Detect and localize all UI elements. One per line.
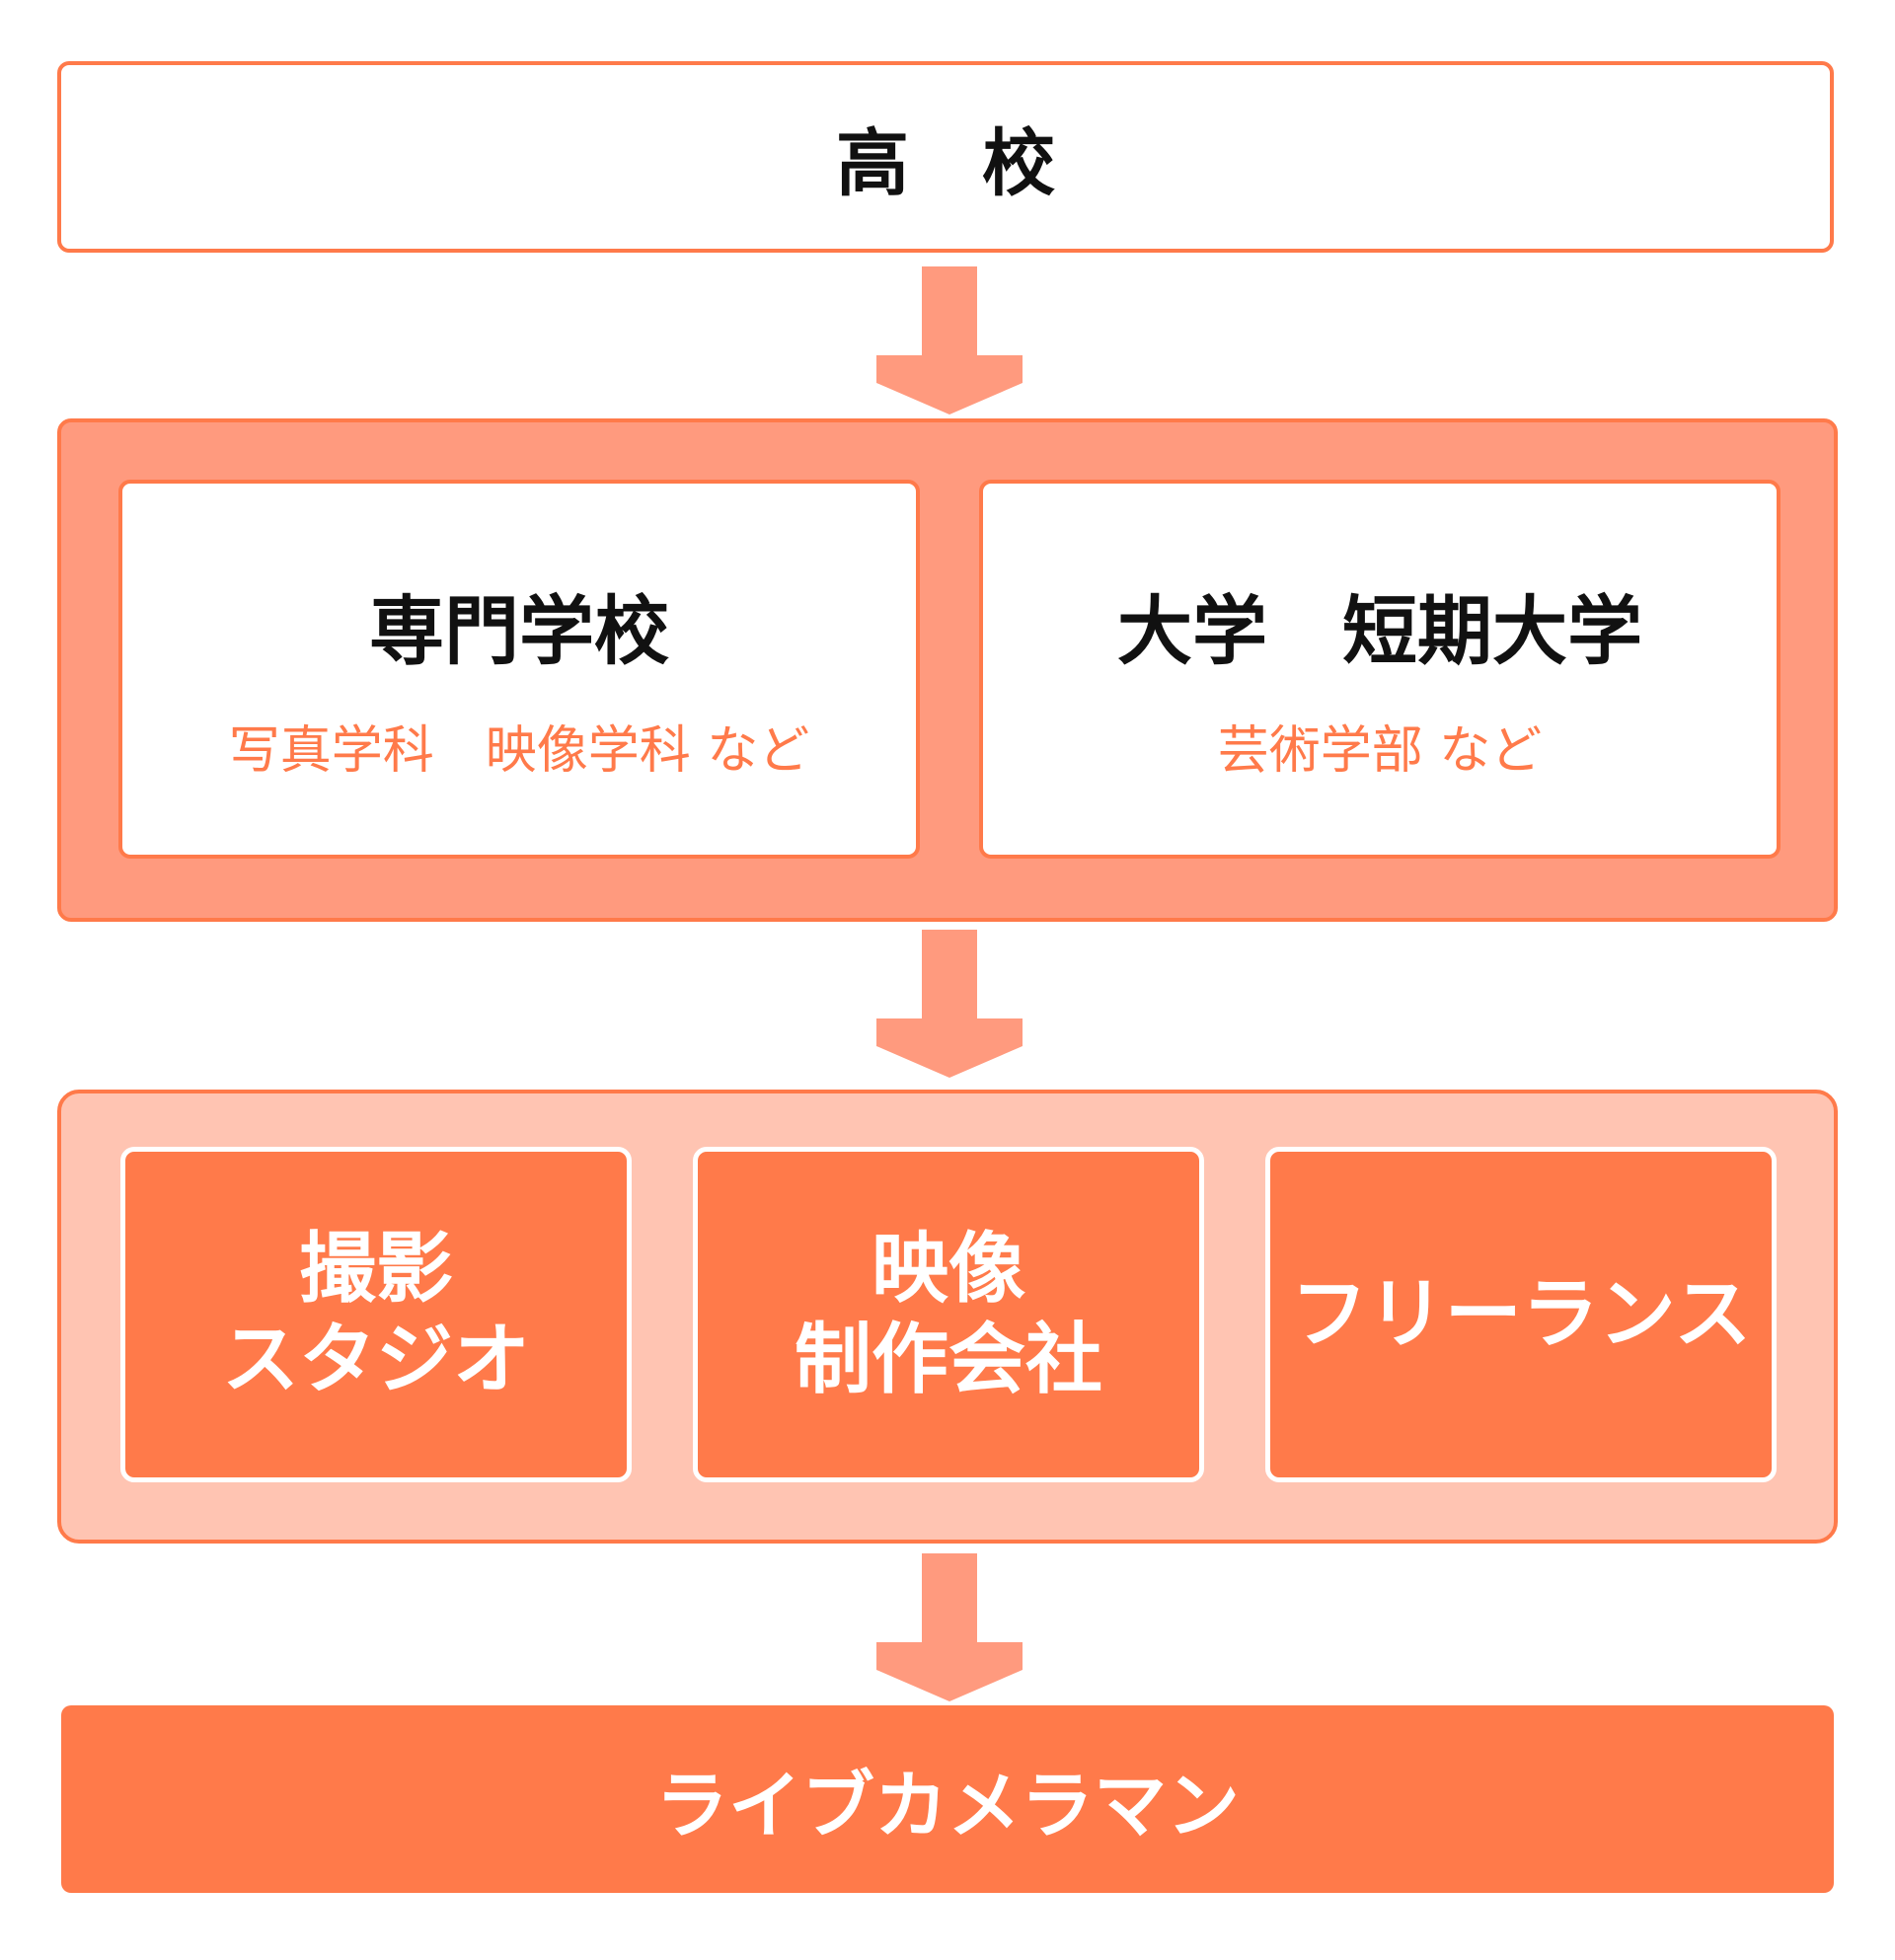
stage-live-cameraman: ライブカメラマン	[61, 1705, 1834, 1893]
workplace-line-1: 映像	[871, 1224, 1025, 1314]
workplace-card-freelance: フリーランス	[1265, 1147, 1777, 1482]
arrow-down-icon	[876, 266, 1023, 415]
live-cameraman-title: ライブカメラマン	[655, 1763, 1240, 1848]
workplace-line-1: 撮影	[298, 1224, 453, 1314]
university-card: 大学 短期大学 芸術学部 など	[979, 480, 1781, 859]
arrow-down-icon	[876, 930, 1023, 1078]
vocational-school-departments: 写真学科 映像学科 など	[228, 720, 810, 781]
workplace-card-studio: 撮影 スタジオ	[120, 1147, 632, 1482]
stage-high-school: 高 校	[57, 61, 1834, 253]
vocational-school-card: 専門学校 写真学科 映像学科 など	[118, 480, 920, 859]
workplace-line-2: 制作会社	[794, 1316, 1102, 1404]
workplace-line-1: フリーランス	[1290, 1269, 1752, 1359]
vocational-school-title: 専門学校	[369, 587, 669, 675]
education-group: 専門学校 写真学科 映像学科 など 大学 短期大学 芸術学部 など	[57, 418, 1838, 922]
arrow-down-icon	[876, 1553, 1023, 1701]
workplace-card-production: 映像 制作会社	[693, 1147, 1204, 1482]
workplace-group: 撮影 スタジオ 映像 制作会社 フリーランス	[57, 1090, 1838, 1544]
university-title: 大学 短期大学	[1117, 587, 1642, 675]
university-departments: 芸術学部 など	[1217, 720, 1543, 781]
high-school-title: 高 校	[836, 120, 1055, 206]
workplace-line-2: スタジオ	[221, 1316, 530, 1404]
